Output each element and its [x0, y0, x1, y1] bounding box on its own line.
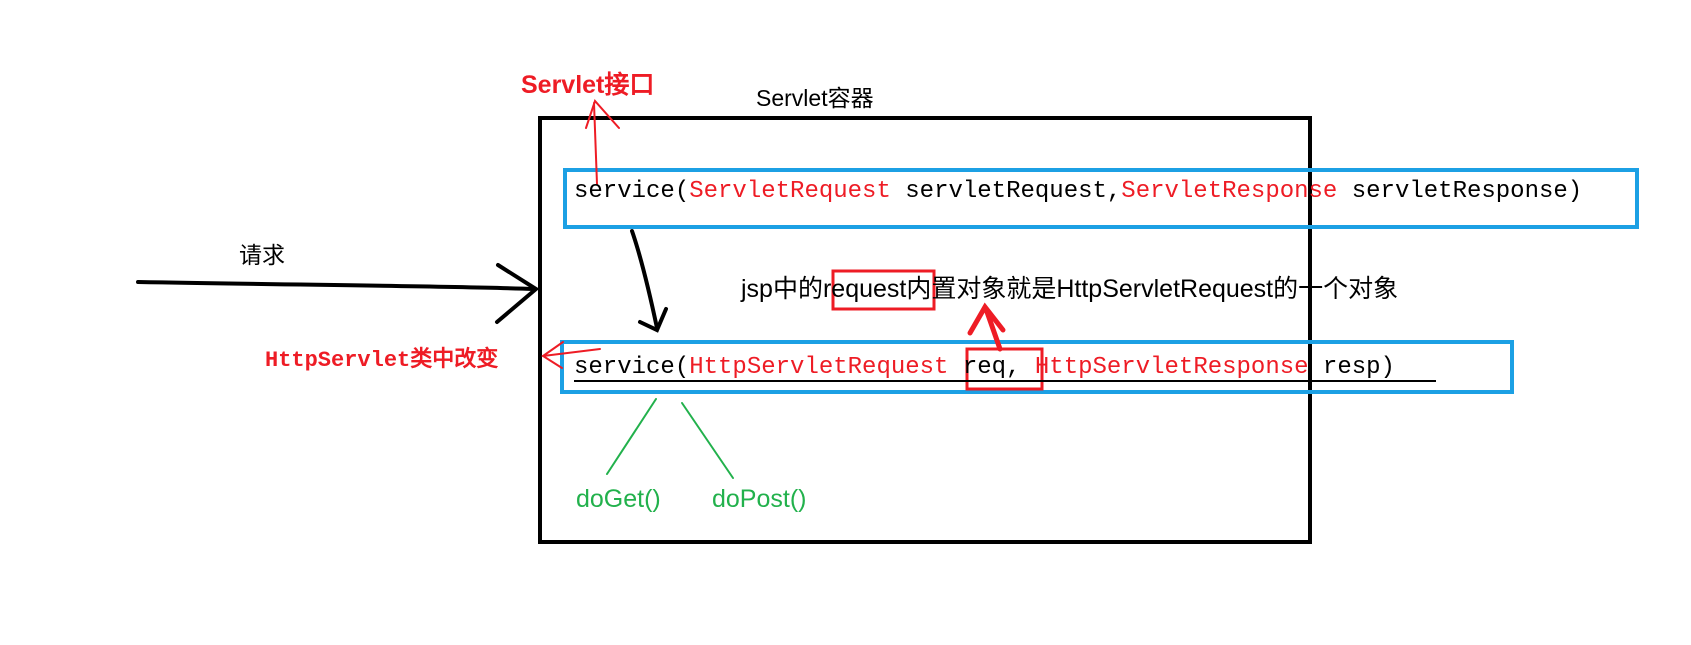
container-label: Servlet容器 [756, 85, 874, 111]
service-bottom-method: service( [574, 354, 690, 381]
service-top-param2-name: servletResponse) [1337, 178, 1583, 205]
inheritance-arrow [630, 229, 668, 333]
service-bottom-param1-type: HttpServletRequest [689, 354, 949, 381]
service-bottom-param1-name: req, [948, 354, 1021, 381]
service-top-method: service( [574, 178, 690, 205]
req-highlight-box [965, 347, 1044, 391]
do-method-lines [606, 398, 734, 479]
service-top-signature: service(ServletRequest servletRequest,Se… [574, 180, 1582, 204]
service-top-box [563, 168, 1639, 229]
request-arrow [136, 263, 540, 324]
jsp-note-highlight: request [822, 275, 907, 303]
servlet-container-box [538, 116, 1312, 544]
service-top-param2-type: ServletResponse [1121, 178, 1338, 205]
httpservlet-label: HttpServlet类中改变 [265, 348, 499, 373]
jsp-note: jsp中的request内置对象就是HttpServletRequest的一个对… [741, 277, 1398, 302]
request-label: 请求 [239, 242, 285, 268]
do-get-label: doGet() [576, 485, 661, 513]
jsp-note-prefix: jsp中的 [741, 275, 823, 303]
httpservlet-arrow [541, 341, 601, 369]
service-bottom-param2-type: HttpServletResponse [1020, 354, 1309, 381]
service-top-param1-name: servletRequest, [890, 178, 1122, 205]
service-top-param1-type: ServletRequest [689, 178, 891, 205]
service-bottom-signature: service(HttpServletRequest req, HttpServ… [574, 356, 1395, 380]
do-post-label: doPost() [712, 485, 807, 513]
jsp-note-suffix: 内置对象就是HttpServletRequest的一个对象 [906, 275, 1399, 303]
req-to-request-arrow [967, 302, 1006, 352]
request-highlight-box [831, 269, 936, 311]
service-bottom-param2-name: resp) [1308, 354, 1395, 381]
servlet-interface-label: Servlet接口 [521, 71, 655, 99]
servlet-interface-arrow [585, 99, 620, 185]
